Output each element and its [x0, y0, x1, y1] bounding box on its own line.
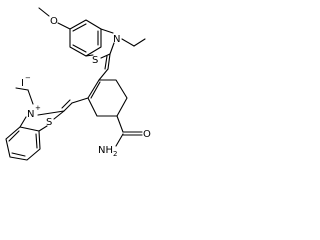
bottom-benzene-double-2 [11, 152, 26, 157]
bottom-benzene-double-3 [8, 130, 20, 142]
bond-c2-methine-double [104, 55, 108, 70]
atom-nh2-amide: NH2 [98, 145, 117, 158]
bond-n-ethyl-b2 [15, 87, 29, 91]
bottom-benzene-double-1 [35, 133, 38, 149]
iodide-charge: − [25, 74, 31, 82]
atom-n-top: N [113, 34, 120, 45]
amide-subscript: 2 [113, 150, 117, 158]
top-benzene-double-3 [72, 44, 87, 53]
atom-o-methoxy: O [50, 16, 58, 27]
bottom-benzene-ring [5, 126, 41, 161]
bond-o-ring [57, 22, 71, 30]
atom-n-bottom: N [27, 109, 34, 120]
bond-methine-ring [98, 68, 109, 81]
bond-n-ethyl-1 [121, 38, 135, 47]
bond-c2-s [100, 53, 111, 59]
bond-s-ring [85, 54, 94, 57]
bond-n-ethyl-2 [133, 38, 146, 47]
bond-methine-c2 [63, 102, 73, 112]
bond-methyl-o [38, 7, 50, 17]
bond-ring-n [100, 28, 114, 34]
cyclohexene-double [90, 81, 101, 99]
atom-o-amide: O [143, 129, 151, 140]
top-methine-bridge [98, 53, 111, 81]
bond-carbonyl-n [115, 133, 124, 147]
atom-s-bottom: S [46, 117, 52, 128]
bond-s-benzene-bottom [38, 125, 48, 132]
central-cyclohexene [61, 79, 143, 147]
bond-c2-methine [107, 53, 111, 70]
structure-canvas: O N S I − N + S O NH2 [0, 0, 161, 220]
bottom-benzothiazolium [5, 87, 65, 161]
atom-iodide: I [21, 78, 24, 89]
atom-s-top: S [92, 55, 98, 66]
top-benzene-double-1 [72, 23, 87, 32]
bond-n-ethyl-b1 [27, 89, 34, 105]
bond-n-benzene-bottom [19, 116, 27, 128]
bond-methine-c2-double [61, 99, 71, 109]
bond-c2-s-bottom [53, 110, 65, 120]
chemical-structure-diagram: O N S I − N + S O NH2 [5, 7, 151, 161]
bond-n-c2 [109, 42, 115, 55]
top-benzothiazole [38, 7, 146, 59]
amide-nh-label: NH [98, 145, 113, 156]
bond-ring-methine [71, 97, 89, 104]
bond-c2-n-bottom [37, 110, 65, 116]
n-bottom-charge: + [35, 104, 41, 112]
cyclohexene-ring [87, 79, 128, 117]
bond-ring-carbonyl [116, 115, 124, 133]
top-benzene-ring [69, 19, 102, 57]
